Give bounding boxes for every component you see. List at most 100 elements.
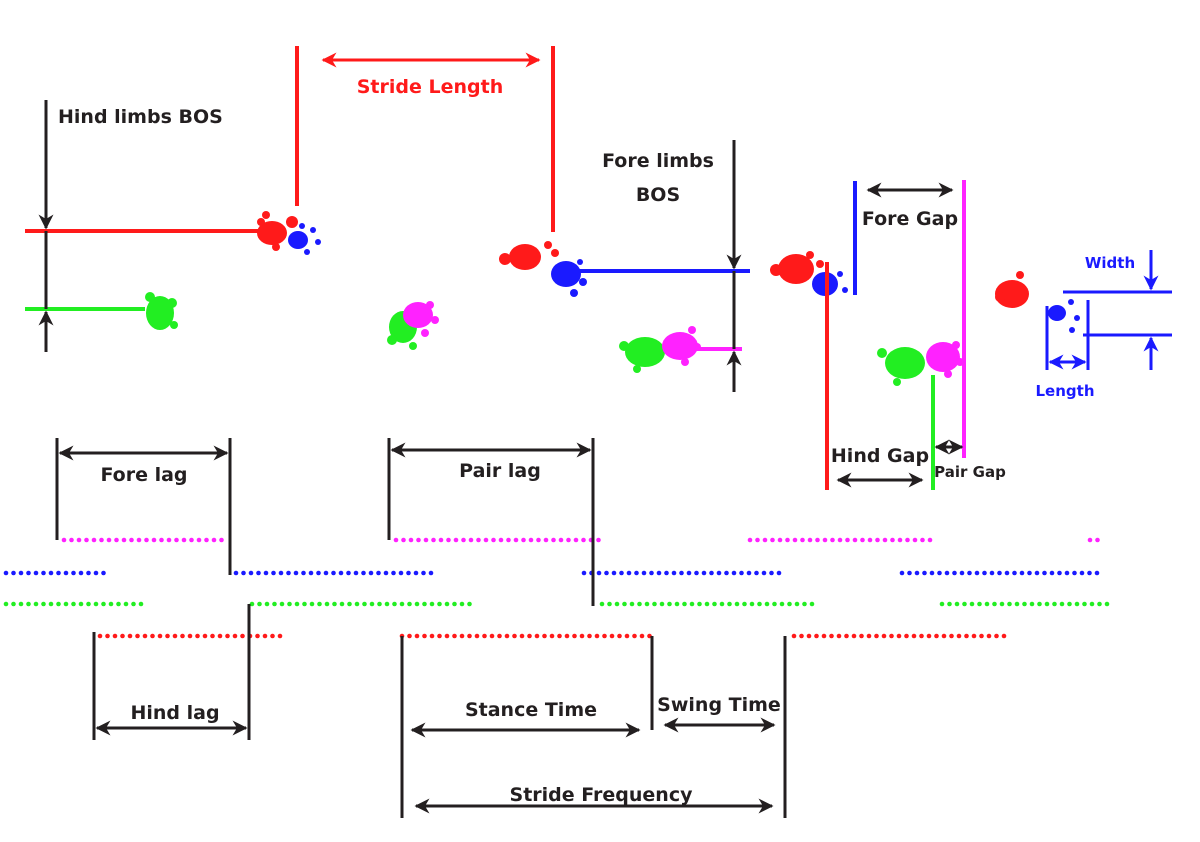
stance-dots (399, 633, 652, 639)
stance-dot (150, 633, 155, 639)
stance-dot (754, 570, 759, 576)
stance-dot (747, 537, 753, 543)
stance-dot (506, 537, 511, 543)
stance-dot (446, 537, 451, 543)
stance-dot (423, 537, 429, 543)
stance-dot (120, 633, 125, 639)
stance-dot (939, 601, 945, 607)
stance-dot (731, 570, 737, 576)
stance-dot (607, 601, 612, 607)
stance-dot (101, 570, 106, 576)
stance-dot (639, 633, 645, 639)
stance-dot (1067, 601, 1072, 607)
hind-gap-measure: Hind Gap (825, 262, 935, 490)
stance-dot (779, 601, 785, 607)
stance-dot (353, 570, 359, 576)
paw-print-hind-left-1 (257, 211, 298, 251)
stance-dot (114, 537, 119, 543)
stance-dot (204, 537, 209, 543)
stance-dot (264, 601, 270, 607)
stance-dot (844, 633, 849, 639)
stance-dot (331, 570, 336, 576)
stance-dot (324, 601, 330, 607)
footfall-timing-rows (3, 537, 1110, 639)
stance-dot (701, 570, 707, 576)
stance-dot (474, 633, 480, 639)
stance-dot (967, 570, 972, 576)
width-label: Width (1085, 254, 1135, 272)
stance-dot (195, 633, 200, 639)
stance-dot (814, 633, 819, 639)
stance-dot (764, 601, 770, 607)
stance-dot (476, 537, 481, 543)
stance-dot (637, 601, 642, 607)
stance-dot (61, 537, 67, 543)
stance-dot (697, 601, 702, 607)
stance-dot (749, 601, 755, 607)
stance-dots (393, 537, 601, 543)
stance-dot (302, 601, 307, 607)
stance-dot (196, 537, 202, 543)
stance-dot (1027, 570, 1032, 576)
hind-limbs-bos-label: Hind limbs BOS (58, 106, 223, 128)
pair-gap-measure: Pair Gap (934, 439, 1006, 481)
stance-dot (905, 537, 910, 543)
stance-dot (952, 570, 957, 576)
stance-dot (656, 570, 662, 576)
stance-dot (977, 601, 982, 607)
stance-dot (1104, 601, 1110, 607)
stance-dots (233, 570, 434, 576)
stance-dot (757, 601, 762, 607)
stance-dot (959, 570, 965, 576)
stance-dots (747, 537, 933, 543)
stance-dot (414, 601, 420, 607)
stance-dot (97, 633, 103, 639)
stance-dot (551, 537, 556, 543)
paw-print-fore-right-4 (926, 341, 964, 378)
stance-dot (912, 537, 918, 543)
stance-dot (99, 537, 104, 543)
stance-dot (368, 570, 374, 576)
paw-print-fore-left-3 (551, 259, 587, 297)
stance-dot (994, 633, 999, 639)
stance-dot (241, 570, 246, 576)
stance-dot (444, 601, 450, 607)
stance-dot (384, 601, 390, 607)
stance-dot (777, 537, 783, 543)
stance-dots (97, 633, 283, 639)
stance-dot (992, 601, 997, 607)
stance-dot (497, 633, 502, 639)
stance-dot (587, 633, 592, 639)
stance-dot (1037, 601, 1042, 607)
stance-dot (999, 601, 1005, 607)
stance-dot (543, 537, 549, 543)
stance-dot (609, 633, 615, 639)
stance-dot (272, 601, 277, 607)
stance-dot (452, 601, 457, 607)
stance-dots (61, 537, 224, 543)
stance-dot (719, 601, 725, 607)
paw-prints (145, 211, 1080, 386)
stance-dot (1007, 601, 1012, 607)
stance-dot (362, 601, 367, 607)
stance-dot (712, 601, 717, 607)
stance-dot (187, 633, 193, 639)
stance-dot (889, 633, 894, 639)
stance-dot (617, 633, 622, 639)
stance-dot (338, 570, 344, 576)
stance-dot (927, 537, 933, 543)
stance-dot (489, 633, 495, 639)
stance-dot (899, 570, 905, 576)
stance-dot (136, 537, 142, 543)
stance-dot (1094, 570, 1100, 576)
stance-dot (459, 633, 465, 639)
stance-dot (277, 633, 283, 639)
stance-dot (86, 601, 91, 607)
stance-dot (614, 601, 620, 607)
stance-dot (461, 537, 466, 543)
stance-dot (761, 570, 767, 576)
stance-dot (652, 601, 657, 607)
stance-dot (78, 601, 84, 607)
stance-dot (881, 633, 887, 639)
